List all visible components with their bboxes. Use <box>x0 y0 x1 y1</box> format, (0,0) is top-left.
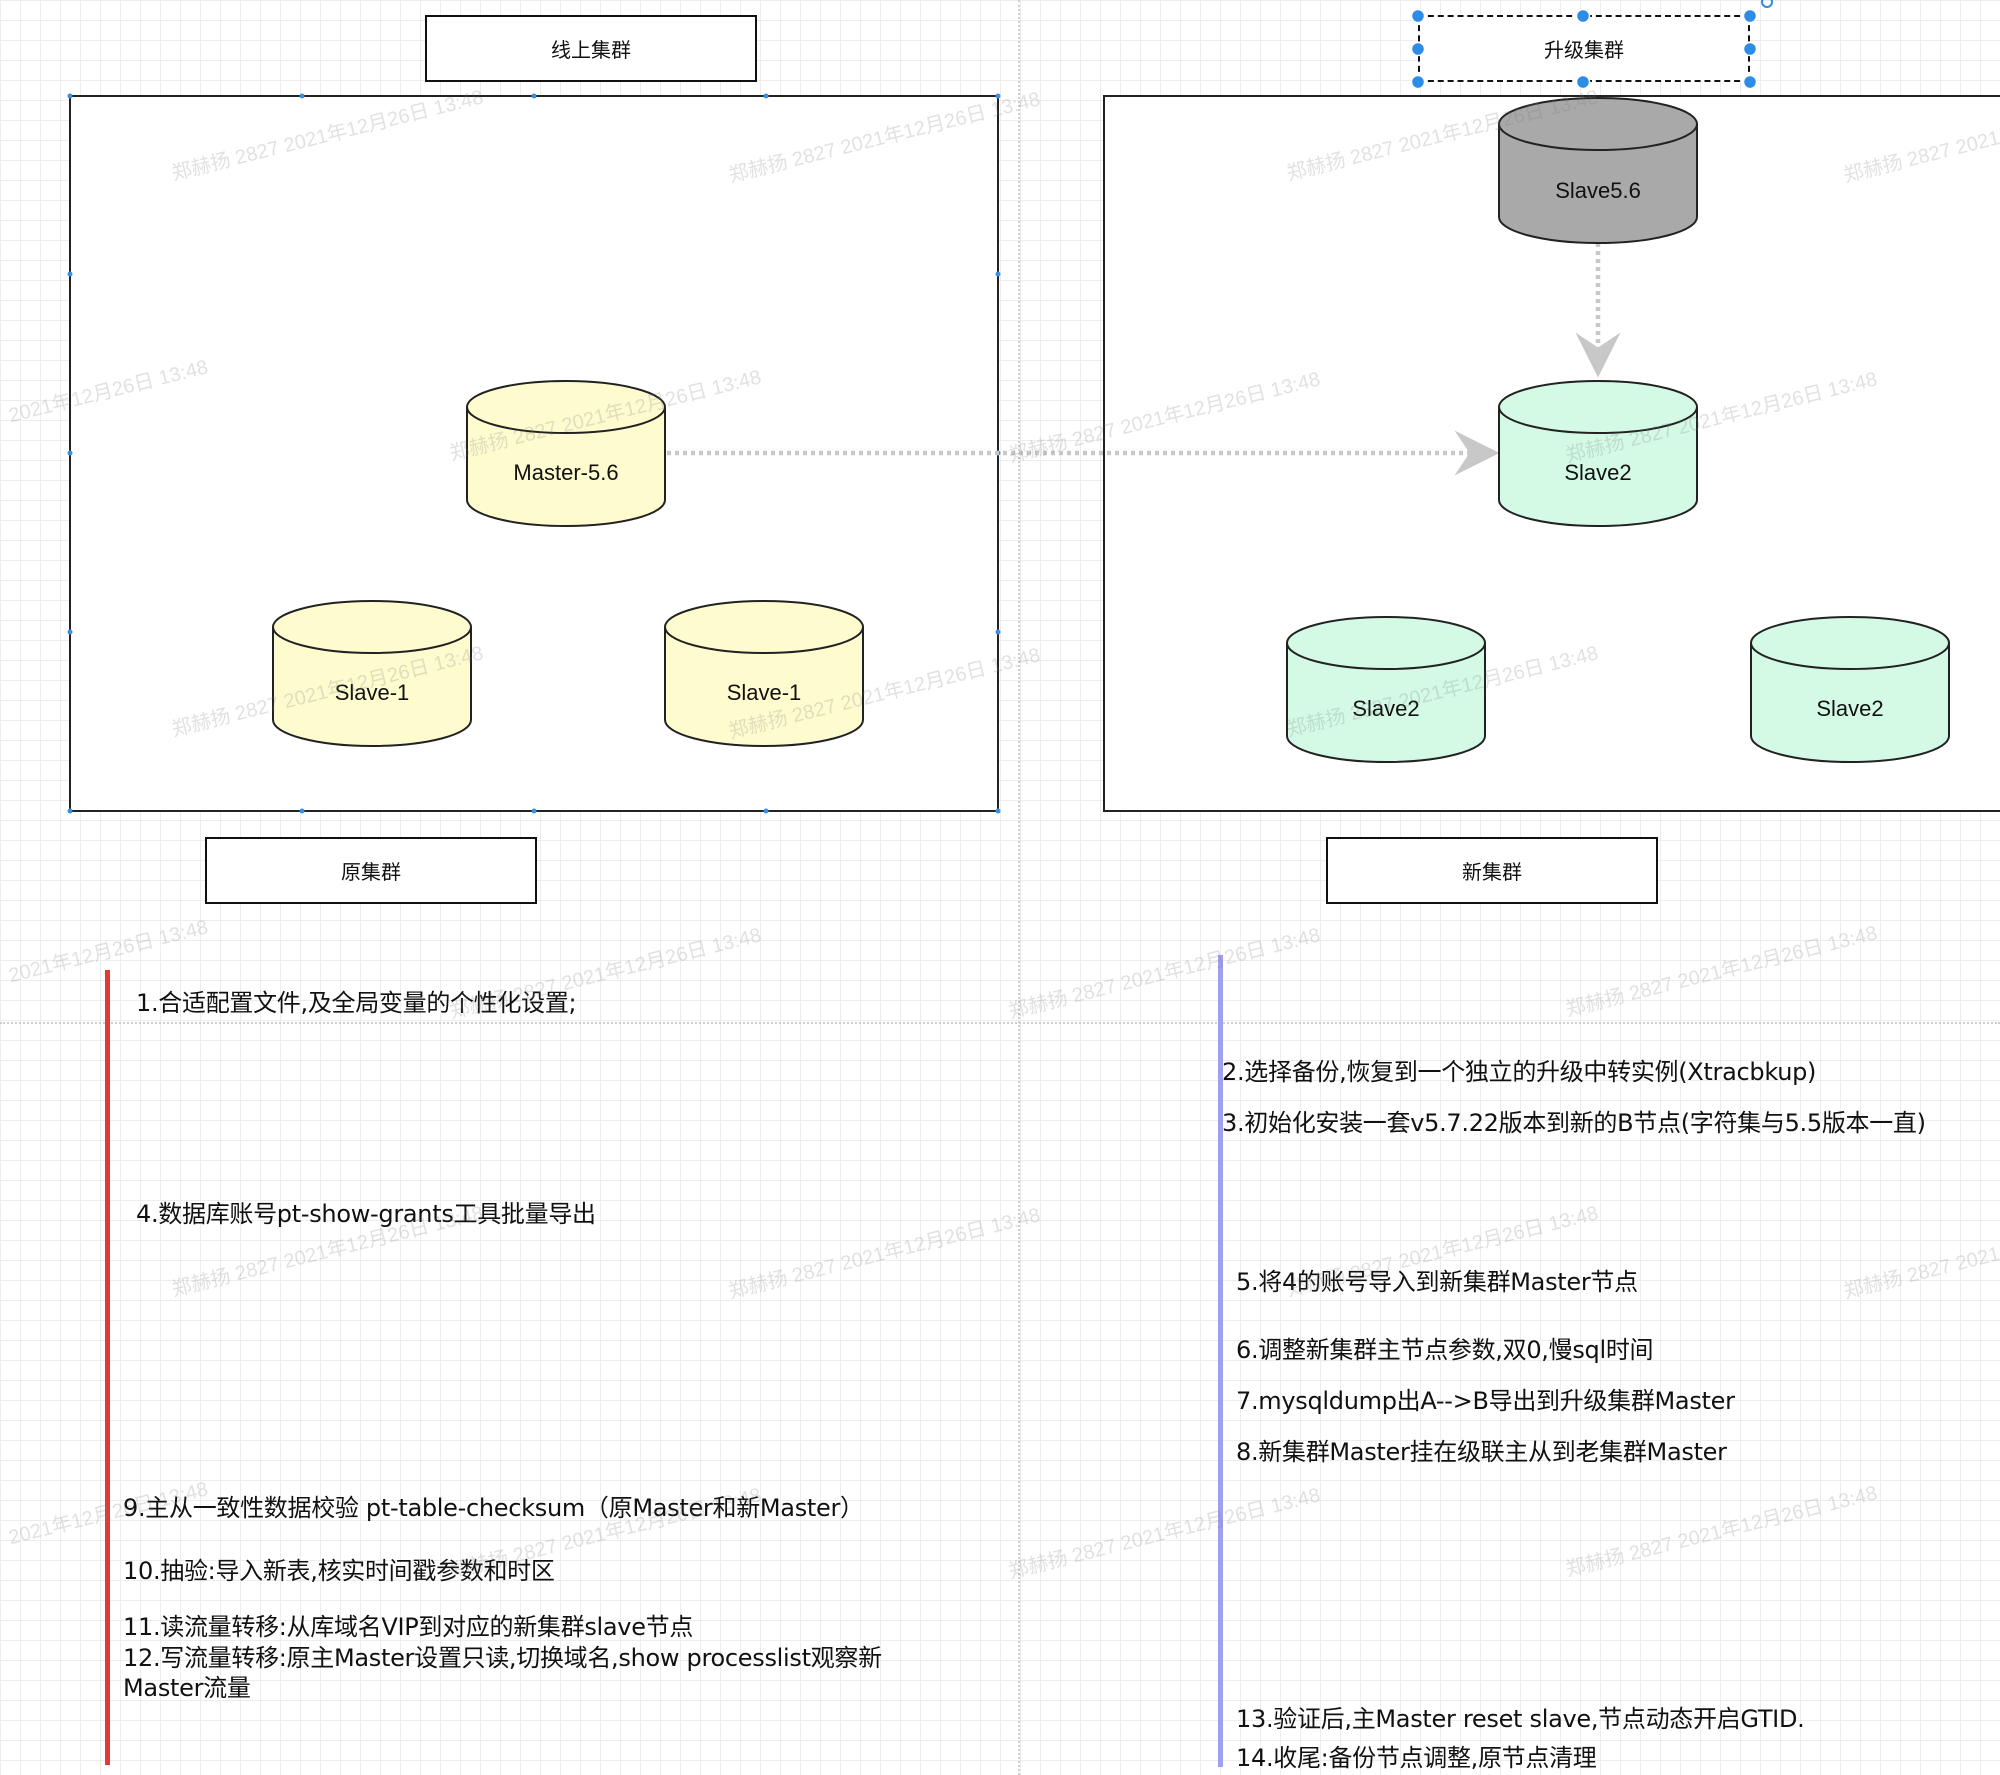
step-5[interactable]: 5.将4的账号导入到新集群Master节点 <box>1236 1268 1638 1296</box>
slave2-node-label-right[interactable]: Slave2 <box>1816 696 1884 721</box>
step-12[interactable]: 12.写流量转移:原主Master设置只读,切换域名,show processl… <box>123 1644 882 1702</box>
slave2-db-cylinder-center <box>1498 380 1698 527</box>
slave-db-cylinder-left <box>272 600 472 747</box>
step-11[interactable]: 11.读流量转移:从库域名VIP到对应的新集群slave节点 <box>123 1613 694 1641</box>
step-14[interactable]: 14.收尾:备份节点调整,原节点清理 <box>1236 1744 1597 1772</box>
watermark: 郑赫扬 2827 2021年12月26日 13:48 <box>1006 924 1323 1024</box>
master-node-label[interactable]: Master-5.6 <box>513 460 619 485</box>
selection-handles[interactable] <box>1405 0 1775 95</box>
original-cluster-label[interactable]: 原集群 <box>205 837 537 904</box>
step-1[interactable]: 1.合适配置文件,及全局变量的个性化设置; <box>136 989 577 1017</box>
slave2-db-cylinder-right <box>1750 616 1950 763</box>
left-frame-handles <box>67 93 1001 814</box>
slave-db-cylinder-right <box>664 600 864 747</box>
master-db-cylinder <box>466 380 666 527</box>
new-cluster-label[interactable]: 新集群 <box>1326 837 1658 904</box>
step-8[interactable]: 8.新集群Master挂在级联主从到老集群Master <box>1236 1438 1727 1466</box>
slave2-db-cylinder-left <box>1286 616 1486 763</box>
slave56-node-label[interactable]: Slave5.6 <box>1555 178 1641 203</box>
step-9[interactable]: 9.主从一致性数据校验 pt-table-checksum（原Master和新M… <box>123 1494 864 1522</box>
online-cluster-label[interactable]: 线上集群 <box>425 15 757 82</box>
new-cluster-timeline <box>1218 955 1223 1767</box>
step-6[interactable]: 6.调整新集群主节点参数,双0,慢sql时间 <box>1236 1336 1654 1364</box>
watermark: 郑赫扬 2827 2021年12月26日 13:48 <box>1563 922 1880 1022</box>
slave-node-label-left[interactable]: Slave-1 <box>334 680 410 705</box>
original-cluster-timeline <box>105 970 110 1765</box>
step-7[interactable]: 7.mysqldump出A-->B导出到升级集群Master <box>1236 1387 1735 1415</box>
watermark: 郑赫扬 2827 2021年12月26日 13:48 <box>1841 1204 2000 1304</box>
watermark: 郑赫扬 2827 2021年12月26日 13:48 <box>1006 1484 1323 1584</box>
step-4[interactable]: 4.数据库账号pt-show-grants工具批量导出 <box>136 1200 596 1228</box>
slave2-node-label-center[interactable]: Slave2 <box>1564 460 1632 485</box>
watermark: 郑赫扬 2827 2021年12月26日 13:48 <box>726 1204 1043 1304</box>
step-13[interactable]: 13.验证后,主Master reset slave,节点动态开启GTID. <box>1236 1705 1805 1733</box>
horizontal-page-divider <box>0 1022 2000 1024</box>
vertical-page-divider <box>1018 0 1020 1775</box>
step-10[interactable]: 10.抽验:导入新表,核实时间戳参数和时区 <box>123 1557 555 1585</box>
step-2[interactable]: 2.选择备份,恢复到一个独立的升级中转实例(Xtracbkup) <box>1222 1058 1817 1086</box>
slave2-node-label-left[interactable]: Slave2 <box>1352 696 1420 721</box>
cluster-topology <box>272 97 1950 763</box>
step-3[interactable]: 3.初始化安装一套v5.7.22版本到新的B节点(字符集与5.5版本一直) <box>1222 1109 1926 1137</box>
slave56-db-cylinder <box>1498 97 1698 244</box>
watermark: 郑赫扬 2827 2021年12月26日 13:48 <box>1563 1482 1880 1582</box>
slave-node-label-right[interactable]: Slave-1 <box>726 680 802 705</box>
